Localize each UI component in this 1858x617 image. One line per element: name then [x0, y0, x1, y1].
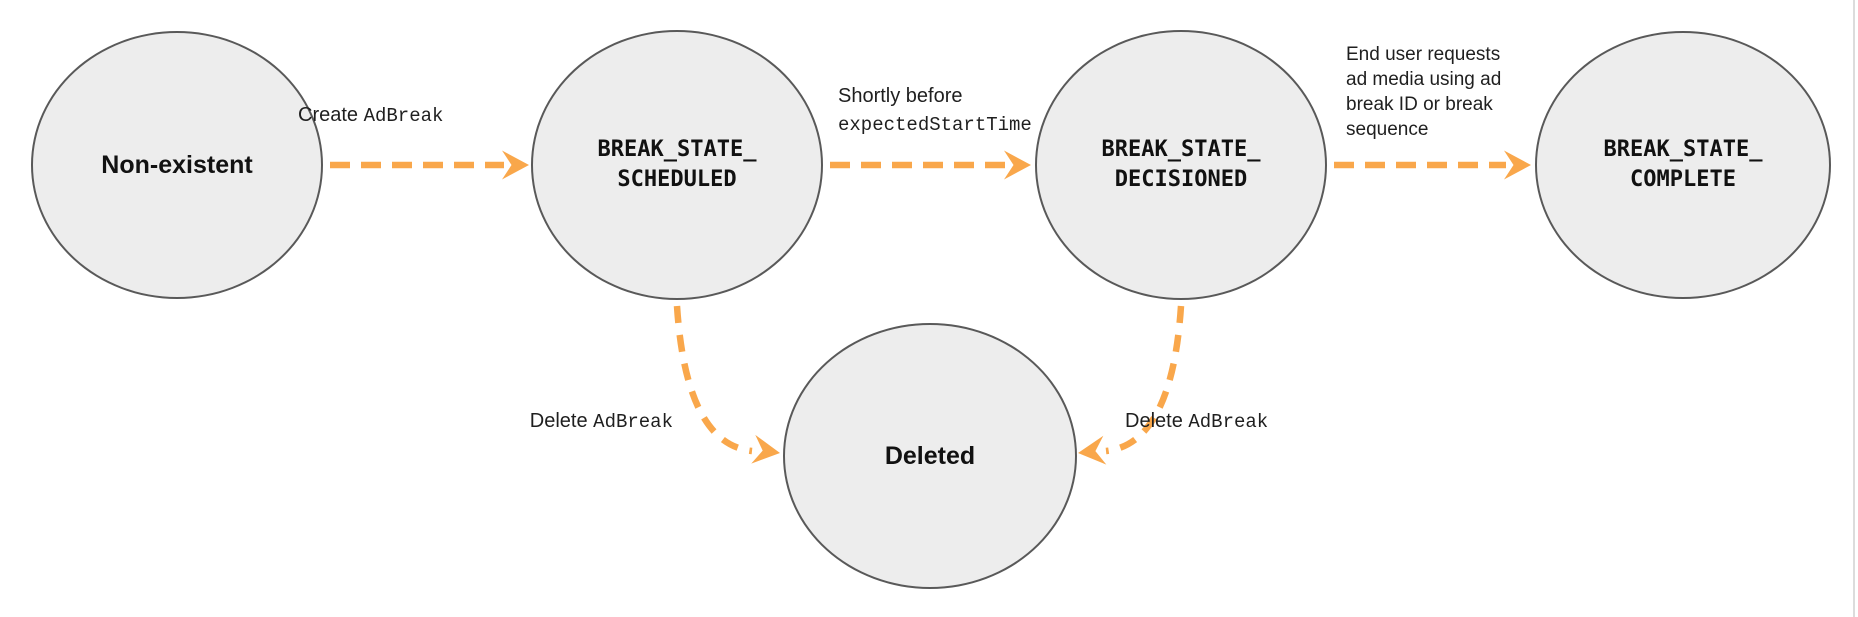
- arrowhead-shortly-before-icon: [1004, 150, 1031, 180]
- edge-label-delete-adbreak-left: Delete AdBreak: [529, 410, 673, 433]
- state-node-break-state-decisioned: BREAK_STATE_ DECISIONED: [1035, 30, 1327, 300]
- arrowhead-end-user-request-icon: [1504, 150, 1531, 180]
- state-label-decisioned-line1: BREAK_STATE_: [1101, 137, 1261, 162]
- screenshot-right-border-line: [1853, 0, 1855, 617]
- state-label-scheduled-line1: BREAK_STATE_: [597, 137, 757, 162]
- state-label-non-existent: Non-existent: [101, 150, 253, 179]
- state-node-break-state-scheduled: BREAK_STATE_ SCHEDULED: [531, 30, 823, 300]
- state-label-complete-line2: COMPLETE: [1630, 167, 1736, 192]
- arrowhead-delete-adbreak-left-icon: [751, 434, 780, 464]
- state-label-scheduled-line2: SCHEDULED: [617, 167, 737, 192]
- state-node-deleted: Deleted: [783, 323, 1077, 589]
- edge-label-end-user-requests: End user requests ad media using ad brea…: [1346, 44, 1502, 140]
- edge-label-create-adbreak: Create AdBreak: [298, 104, 444, 127]
- arrow-delete-adbreak-right: [1105, 305, 1185, 455]
- arrowhead-delete-adbreak-right-icon: [1078, 435, 1107, 465]
- edge-label-delete-adbreak-right: Delete AdBreak: [1125, 410, 1269, 433]
- edge-label-shortly-before-expectedstarttime: Shortly before expectedStartTime: [838, 85, 1032, 136]
- state-node-non-existent: Non-existent: [31, 31, 323, 299]
- state-label-deleted: Deleted: [884, 441, 976, 470]
- state-label-decisioned-line2: DECISIONED: [1114, 167, 1248, 192]
- state-node-break-state-complete: BREAK_STATE_ COMPLETE: [1535, 31, 1831, 299]
- arrow-delete-adbreak-left: [673, 305, 753, 455]
- state-label-complete-line1: BREAK_STATE_: [1603, 137, 1763, 162]
- arrowhead-create-adbreak-icon: [502, 150, 529, 180]
